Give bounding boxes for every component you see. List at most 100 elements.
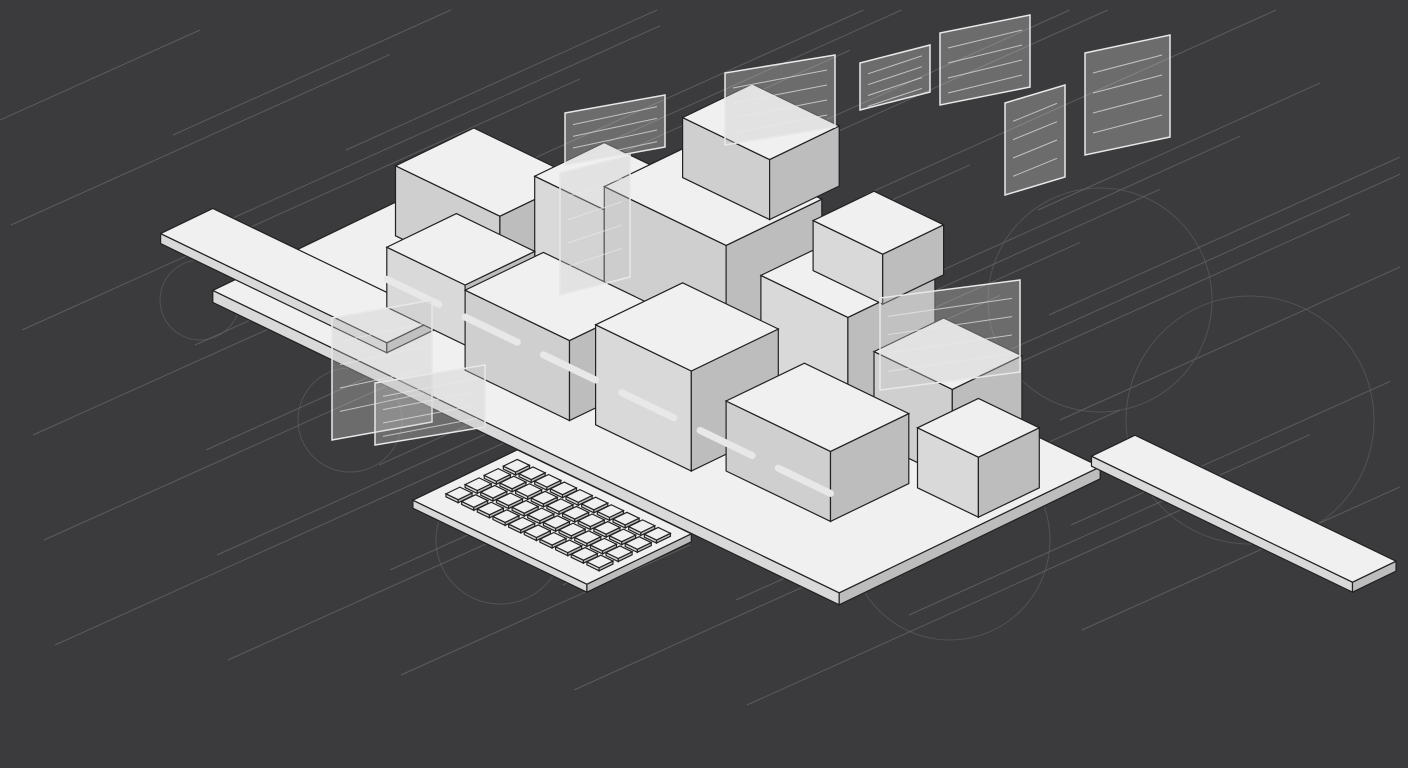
key-top bbox=[507, 516, 537, 531]
machine-block-top bbox=[463, 251, 650, 342]
screen-ui-line bbox=[732, 69, 828, 89]
machine-block-top bbox=[724, 362, 911, 453]
key-top bbox=[576, 513, 606, 528]
screen-ui-line bbox=[887, 352, 1013, 372]
key-top bbox=[627, 519, 657, 534]
screen-ui-line bbox=[867, 77, 923, 96]
blueprint-line bbox=[746, 487, 1231, 706]
key-top bbox=[491, 509, 521, 524]
screen-ui-line bbox=[1092, 94, 1163, 114]
key-top bbox=[573, 530, 603, 545]
key-top bbox=[463, 477, 493, 492]
key-top bbox=[548, 481, 578, 496]
blueprint-line bbox=[345, 9, 658, 151]
screen-ui-line bbox=[947, 59, 1023, 79]
pipe bbox=[461, 313, 521, 346]
machine-block-top bbox=[872, 317, 1024, 391]
screen-ui-line bbox=[887, 316, 1013, 336]
machine-blocks bbox=[383, 83, 1041, 523]
floating-screen bbox=[859, 44, 931, 111]
key-top bbox=[608, 528, 638, 543]
screen-ui-line bbox=[732, 84, 828, 104]
floating-screen bbox=[724, 54, 836, 146]
machine-block-top bbox=[681, 83, 841, 161]
floating-screen bbox=[559, 154, 631, 296]
blueprint-circle bbox=[987, 187, 1213, 413]
key-top bbox=[495, 492, 524, 507]
key-top bbox=[557, 522, 587, 537]
machine-block-top bbox=[385, 212, 537, 286]
key-top bbox=[475, 501, 505, 516]
key-top bbox=[514, 483, 544, 498]
key-top bbox=[545, 498, 575, 513]
floating-screen bbox=[1084, 34, 1171, 156]
screen-ui-line bbox=[867, 87, 923, 107]
screen-ui-line bbox=[567, 201, 623, 221]
machine-block-top bbox=[916, 397, 1041, 458]
key-top bbox=[529, 490, 559, 505]
floating-screens bbox=[331, 14, 1171, 446]
blueprint-line bbox=[908, 434, 1311, 616]
blueprint-line bbox=[864, 9, 1277, 196]
blueprint-line bbox=[1048, 156, 1401, 316]
screen-ui-line bbox=[339, 322, 425, 342]
screen-ui-line bbox=[1012, 102, 1058, 122]
screen-ui-line bbox=[1092, 54, 1163, 74]
key-top bbox=[510, 499, 540, 514]
screen-ui-line bbox=[572, 129, 658, 149]
blueprint-line bbox=[400, 544, 691, 676]
screen-ui-line bbox=[867, 66, 923, 86]
key-top bbox=[444, 486, 474, 501]
key-top bbox=[611, 511, 641, 526]
blueprint-line bbox=[172, 9, 451, 136]
key-top bbox=[533, 473, 563, 488]
screen-ui-line bbox=[1092, 74, 1163, 94]
screen-ui-line bbox=[1012, 139, 1058, 159]
blueprint-line bbox=[0, 29, 201, 121]
screen-ui-line bbox=[339, 392, 425, 412]
key-top bbox=[526, 507, 556, 522]
screen-ui-line bbox=[867, 55, 923, 75]
screen-ui-line bbox=[572, 141, 658, 161]
floating-screen bbox=[1004, 83, 1066, 197]
screen-ui-line bbox=[382, 404, 478, 424]
floating-screen bbox=[564, 94, 666, 166]
screen-ui-line bbox=[947, 74, 1023, 94]
blueprint-line bbox=[518, 9, 864, 166]
blueprint-circle bbox=[1125, 295, 1375, 545]
blueprint-line bbox=[183, 25, 661, 241]
floating-screen bbox=[879, 279, 1021, 391]
screen-ui-line bbox=[732, 114, 828, 134]
screen-ui-line bbox=[567, 247, 623, 267]
key-top bbox=[482, 467, 512, 482]
screen-ui-line bbox=[1012, 121, 1058, 141]
screen-ui-line bbox=[567, 177, 623, 197]
key-top bbox=[561, 505, 591, 520]
key-top bbox=[595, 504, 625, 519]
pipe bbox=[539, 351, 600, 384]
key-top bbox=[538, 531, 568, 546]
blueprint-line bbox=[10, 53, 391, 226]
screen-ui-line bbox=[1092, 114, 1163, 134]
key-top bbox=[542, 515, 571, 529]
key-top bbox=[479, 484, 509, 499]
key-top bbox=[588, 537, 618, 552]
key-top bbox=[564, 488, 594, 503]
key-top bbox=[460, 494, 490, 508]
key-top bbox=[642, 526, 672, 541]
screen-ui-line bbox=[887, 297, 1013, 317]
key-top bbox=[501, 458, 531, 473]
screen-ui-line bbox=[732, 99, 828, 119]
pipe bbox=[618, 389, 678, 422]
key-top bbox=[592, 520, 622, 535]
screen-ui-line bbox=[947, 44, 1023, 64]
pipe bbox=[696, 426, 756, 460]
blueprint-line bbox=[1070, 380, 1391, 526]
key-top bbox=[604, 545, 634, 560]
screen-ui-line bbox=[339, 346, 425, 366]
blueprint-line bbox=[21, 78, 581, 331]
key-top bbox=[623, 536, 653, 550]
floating-screen bbox=[374, 364, 486, 446]
rail-right-top bbox=[1090, 434, 1398, 583]
